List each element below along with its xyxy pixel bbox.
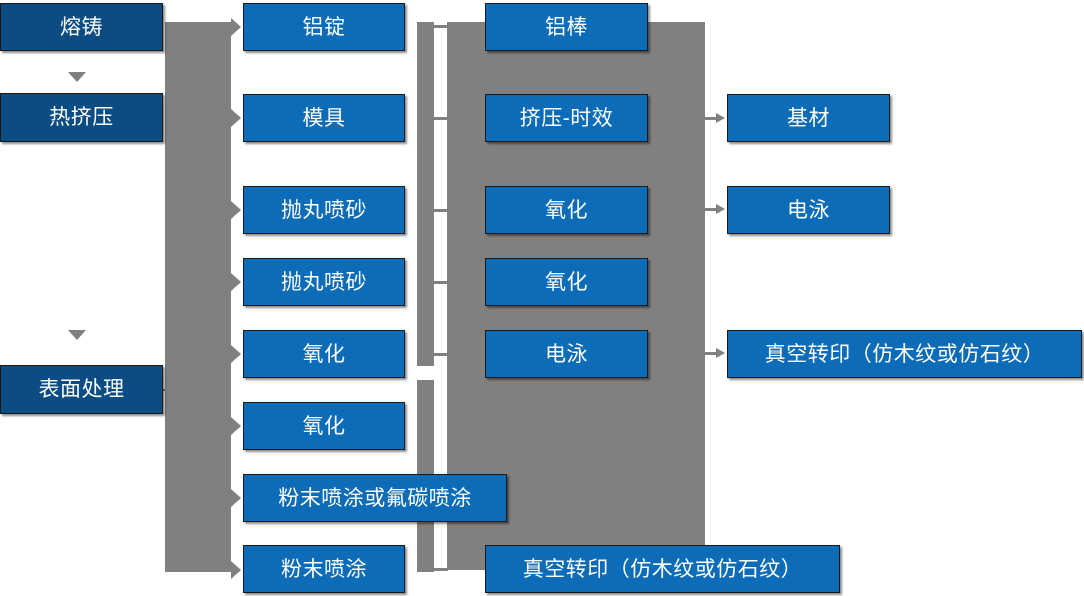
output-label-1: 电泳	[787, 198, 830, 222]
spine-tick-2	[434, 117, 448, 120]
bracket-arrow-2	[231, 109, 241, 127]
output-box-electrophoresis[interactable]: 电泳	[727, 186, 890, 234]
process-box-vacuum-transfer-printing[interactable]: 真空转印（仿木纹或仿石纹）	[485, 545, 840, 593]
input-label-2: 抛丸喷砂	[281, 198, 367, 222]
spine-tick-6	[434, 568, 448, 571]
bracket-arrow-8	[231, 561, 241, 579]
process-to-output-arrow-2	[705, 204, 725, 214]
process-box-oxidation-1[interactable]: 氧化	[485, 186, 648, 234]
spine-tick-4	[434, 281, 448, 284]
input-label-6: 粉末喷涂或氟碳喷涂	[278, 486, 472, 510]
input-box-powder-spray[interactable]: 粉末喷涂	[243, 545, 405, 593]
output-box-base-material[interactable]: 基材	[727, 94, 890, 142]
output-label-0: 基材	[787, 106, 830, 130]
input-label-4: 氧化	[302, 342, 346, 366]
input-to-process-spine	[417, 22, 434, 572]
process-box-electrophoresis[interactable]: 电泳	[485, 330, 648, 378]
bracket-arrow-1	[231, 18, 241, 36]
stage-label-0: 熔铸	[60, 15, 103, 39]
surface-treatment-lead-line	[163, 389, 183, 391]
stage-to-input-bracket	[165, 22, 231, 572]
spine-tick-3	[434, 209, 448, 212]
process-label-0: 铝棒	[545, 15, 588, 39]
process-label-2: 氧化	[545, 198, 588, 222]
process-label-4: 电泳	[545, 342, 588, 366]
bracket-arrow-5	[231, 345, 241, 363]
stage-box-melting-casting[interactable]: 熔铸	[0, 3, 163, 51]
input-label-5: 氧化	[302, 414, 346, 438]
input-box-aluminum-ingot[interactable]: 铝锭	[243, 3, 405, 51]
process-box-oxidation-2[interactable]: 氧化	[485, 258, 648, 306]
bracket-arrow-7	[231, 489, 241, 507]
stage-label-2: 表面处理	[38, 378, 125, 401]
input-box-shot-blasting-2[interactable]: 抛丸喷砂	[243, 258, 405, 306]
input-label-3: 抛丸喷砂	[281, 270, 367, 294]
input-label-0: 铝锭	[302, 15, 346, 39]
process-label-5: 真空转印（仿木纹或仿石纹）	[522, 557, 803, 581]
stage-down-arrow-1	[68, 72, 86, 82]
stage-down-arrow-2	[68, 330, 86, 340]
process-box-aluminum-bar[interactable]: 铝棒	[485, 3, 648, 51]
input-box-shot-blasting-1[interactable]: 抛丸喷砂	[243, 186, 405, 234]
output-box-vacuum-transfer-printing[interactable]: 真空转印（仿木纹或仿石纹）	[727, 330, 1082, 378]
bracket-arrow-4	[231, 273, 241, 291]
bracket-arrow-3	[231, 201, 241, 219]
process-box-extrusion-aging[interactable]: 挤压-时效	[485, 94, 648, 142]
process-to-output-arrow-3	[705, 348, 725, 358]
process-to-output-arrow-1	[705, 113, 725, 123]
spine-tick-5	[434, 353, 448, 356]
process-label-3: 氧化	[545, 270, 588, 294]
input-box-oxidation-1[interactable]: 氧化	[243, 330, 405, 378]
input-box-mould[interactable]: 模具	[243, 94, 405, 142]
process-label-1: 挤压-时效	[519, 106, 614, 130]
input-label-7: 粉末喷涂	[281, 557, 367, 581]
bracket-arrow-6	[231, 417, 241, 435]
spine-gap	[417, 366, 434, 380]
input-label-1: 模具	[302, 106, 346, 130]
output-label-2: 真空转印（仿木纹或仿石纹）	[764, 342, 1045, 366]
stage-box-surface-treatment[interactable]: 表面处理	[0, 365, 163, 414]
spine-tick-1	[434, 25, 448, 28]
input-box-oxidation-2[interactable]: 氧化	[243, 402, 405, 450]
stage-box-hot-extrusion[interactable]: 热挤压	[0, 93, 163, 142]
input-box-powder-or-fluorocarbon-spray[interactable]: 粉末喷涂或氟碳喷涂	[243, 474, 507, 522]
stage-label-1: 热挤压	[49, 106, 114, 129]
